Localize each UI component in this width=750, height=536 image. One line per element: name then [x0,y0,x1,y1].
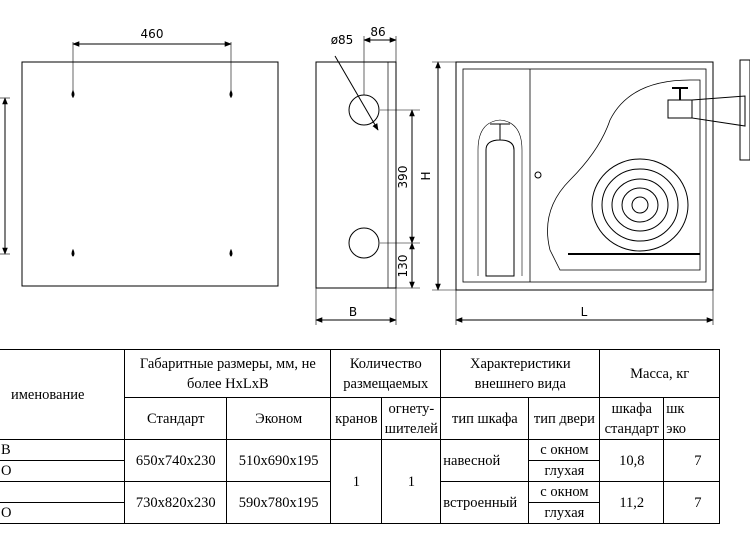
header-appearance-line1: Характеристики [470,355,571,372]
front-view-outline [21,61,279,287]
pipe-icon [691,95,746,127]
row2-standard: 730x820x230 [124,481,228,524]
cabinet-outline [455,61,714,291]
header-mass-cell: Масса, кг [599,349,720,398]
row2-name-b: О [0,502,126,524]
row1-economy: 510x690x195 [226,439,332,482]
row2-name-a [0,481,126,503]
upper-hole [348,94,380,126]
row2-cabinet-type: встроенный [440,481,530,524]
table-row: В 650x740x230 510x690x195 1 1 навесной с… [0,439,720,524]
dim-label-390: 390 [396,166,410,189]
open-cabinet-view [432,59,750,325]
header-door-type: тип двери [528,397,601,440]
row1-name-b: О [0,460,126,482]
header-mass-economy-cell: шк эко [663,397,720,440]
table-row: 730x820x230 590x780x195 встроенный с окн… [0,481,720,524]
row1-cabinet-type: навесной [440,439,530,482]
header-mass-economy-line2: эко [666,420,687,437]
header-mass-standard-cell: шкафа стандарт [599,397,665,440]
header-mass-standard-line2: стандарт [604,420,659,437]
header-appearance-cell: Характеристики внешнего вида [440,349,601,398]
header-mass-standard-line1: шкафа [611,400,652,417]
header-cranes: кранов [330,397,383,440]
dim-label-h: H [419,171,433,180]
dim-label-460: 460 [141,27,164,41]
header-dimensions-line2: более HxLxB [187,375,269,392]
side-view-outline [315,61,397,289]
dim-label-l: L [581,305,588,319]
header-dimensions-cell: Габаритные размеры, мм, не более HxLxB [124,349,332,398]
row2-mass-standard: 11,2 [599,481,665,524]
door-lock [534,171,542,179]
header-extinguishers-line2: шителей [384,420,438,437]
header-extinguishers-line1: огнету- [388,400,435,417]
header-quantity-line1: Количество [349,355,422,372]
lower-hole [348,227,380,259]
header-cabinet-type: тип шкафа [440,397,530,440]
header-standard: Стандарт [124,397,228,440]
table-header-row: именование Габаритные размеры, мм, не бол… [0,349,720,440]
header-dimensions-line1: Габаритные размеры, мм, не [139,355,316,372]
technical-drawing: 460 ø85 86 390 130 B [0,25,750,325]
front-view [0,41,279,287]
row1-door-b: глухая [528,460,601,482]
row2-door-b: глухая [528,502,601,524]
row2-mass-economy: 7 [663,481,720,524]
valve-icon [667,99,693,119]
specification-table: именование Габаритные размеры, мм, не бол… [0,349,720,524]
row1-standard: 650x740x230 [124,439,228,482]
dim-label-130: 130 [396,255,410,278]
row1-mass-standard: 10,8 [599,439,665,482]
extinguishers-count: 1 [381,439,442,524]
header-appearance-line2: внешнего вида [474,375,566,392]
table-row: О глухая [0,502,720,524]
hose-reel-icon [591,158,689,252]
row1-mass-economy: 7 [663,439,720,482]
dim-label-diameter: ø85 [331,33,354,47]
header-mass: Масса, кг [630,365,690,382]
row1-door-a: с окном [528,439,601,461]
header-name: именование [10,386,85,403]
cranes-count: 1 [330,439,383,524]
row1-name-a: В [0,439,126,461]
header-quantity-line2: размещаемых [343,375,429,392]
dim-label-b: B [349,305,357,319]
row2-economy: 590x780x195 [226,481,332,524]
table-subheader-row: Стандарт Эконом кранов огнету-шителей ти… [0,397,720,440]
header-mass-economy-line1: шк [666,400,685,417]
header-quantity-cell: Количество размещаемых [330,349,442,398]
extinguisher-icon [485,123,515,277]
header-extinguishers-cell: огнету-шителей [381,397,442,440]
dim-label-86: 86 [370,25,385,39]
diameter-leader [334,55,379,131]
header-economy: Эконом [226,397,332,440]
row2-door-a: с окном [528,481,601,503]
header-name-cell: именование [0,349,126,440]
side-view [315,36,420,325]
